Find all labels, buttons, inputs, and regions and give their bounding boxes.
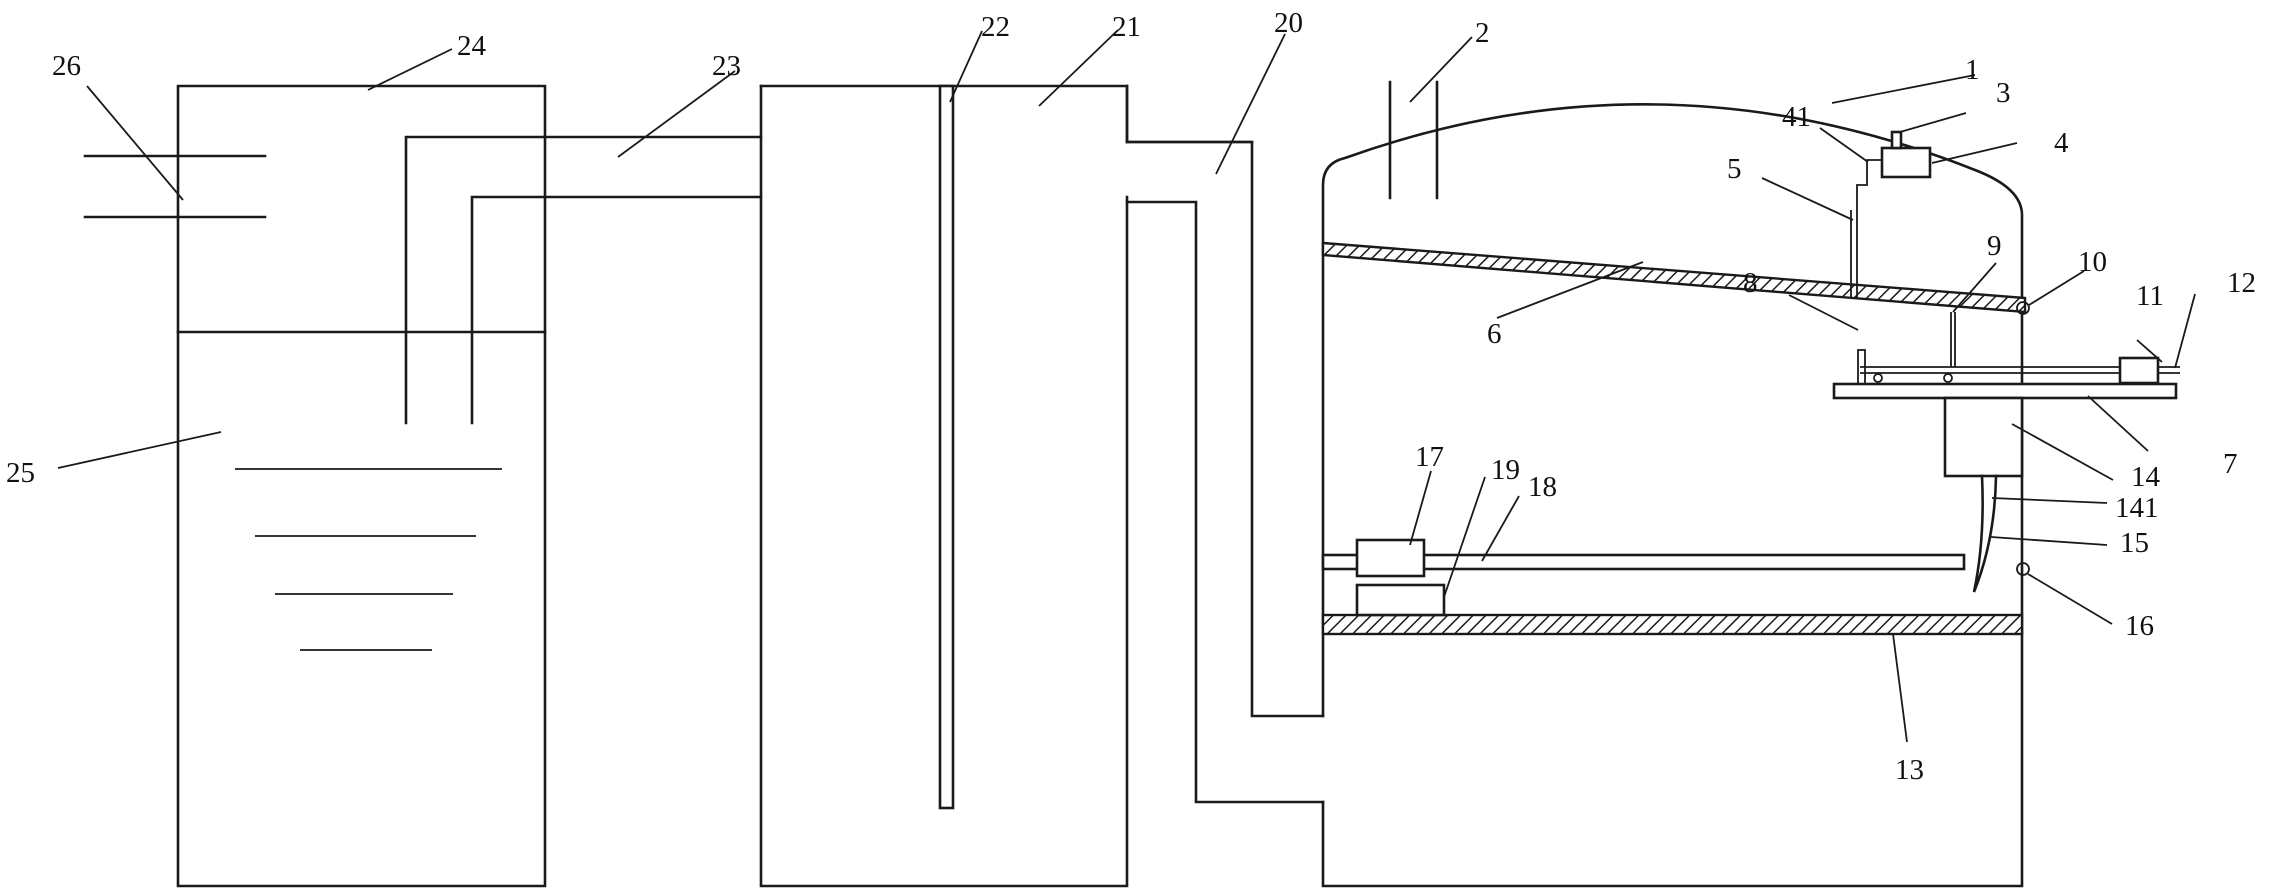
label-20: 20	[1274, 7, 1303, 39]
label-17: 17	[1415, 441, 1444, 473]
label-18: 18	[1528, 471, 1557, 503]
middle-tank	[759, 84, 1254, 888]
label-12: 12	[2227, 267, 2256, 299]
inlet-pipe-2	[1388, 80, 1439, 200]
label-8: 8	[1743, 267, 1758, 299]
blade-141	[1972, 474, 1998, 593]
label-19: 19	[1491, 454, 1520, 486]
block-19	[1355, 583, 1446, 617]
label-41: 41	[1782, 101, 1811, 133]
inclined-plate-6	[1321, 241, 2027, 314]
label-13: 13	[1895, 754, 1924, 786]
label-2: 2	[1475, 17, 1490, 49]
label-3: 3	[1996, 77, 2011, 109]
connecting-pipe-23	[404, 135, 763, 425]
sensor-16	[2016, 562, 2030, 576]
label-14: 14	[2131, 461, 2161, 493]
label-22: 22	[981, 11, 1010, 43]
label-15: 15	[2120, 527, 2149, 559]
label-25: 25	[6, 457, 35, 489]
label-1: 1	[1965, 54, 1980, 86]
leader-lines	[57, 29, 2196, 743]
label-21: 21	[1112, 11, 1141, 43]
label-16: 16	[2125, 610, 2154, 642]
bracket-41	[1856, 159, 1882, 298]
outlet-pipe-26	[83, 154, 267, 219]
label-23: 23	[712, 50, 741, 82]
label-26: 26	[52, 50, 81, 82]
connecting-pipe-20	[1125, 140, 1325, 804]
shaft-3	[1890, 130, 1903, 150]
hatched-floor-13	[1321, 613, 2024, 636]
motor-4	[1880, 146, 1932, 179]
main-housing	[1321, 103, 2024, 888]
label-11: 11	[2136, 280, 2164, 312]
label-10: 10	[2078, 246, 2107, 278]
clamp-11	[2118, 356, 2160, 385]
label-141: 141	[2115, 492, 2159, 524]
label-5: 5	[1727, 153, 1742, 185]
block-14	[1943, 396, 2024, 478]
label-6: 6	[1487, 318, 1502, 350]
roller-9	[1943, 373, 1953, 383]
part-labels: 1 2 3 4 41 5 6 7 8 9 10 11 12 13 14 141 …	[6, 7, 2256, 786]
label-24: 24	[457, 30, 487, 62]
roller-8	[1873, 373, 1883, 383]
slider-17	[1355, 538, 1426, 578]
label-7: 7	[2223, 448, 2238, 480]
tray-7	[1832, 382, 2178, 400]
post-8	[1857, 349, 1866, 385]
left-tank	[176, 84, 547, 888]
label-9: 9	[1987, 230, 2002, 262]
sensor-10	[2016, 301, 2030, 315]
label-4: 4	[2054, 127, 2069, 159]
baffle-22	[938, 84, 955, 810]
